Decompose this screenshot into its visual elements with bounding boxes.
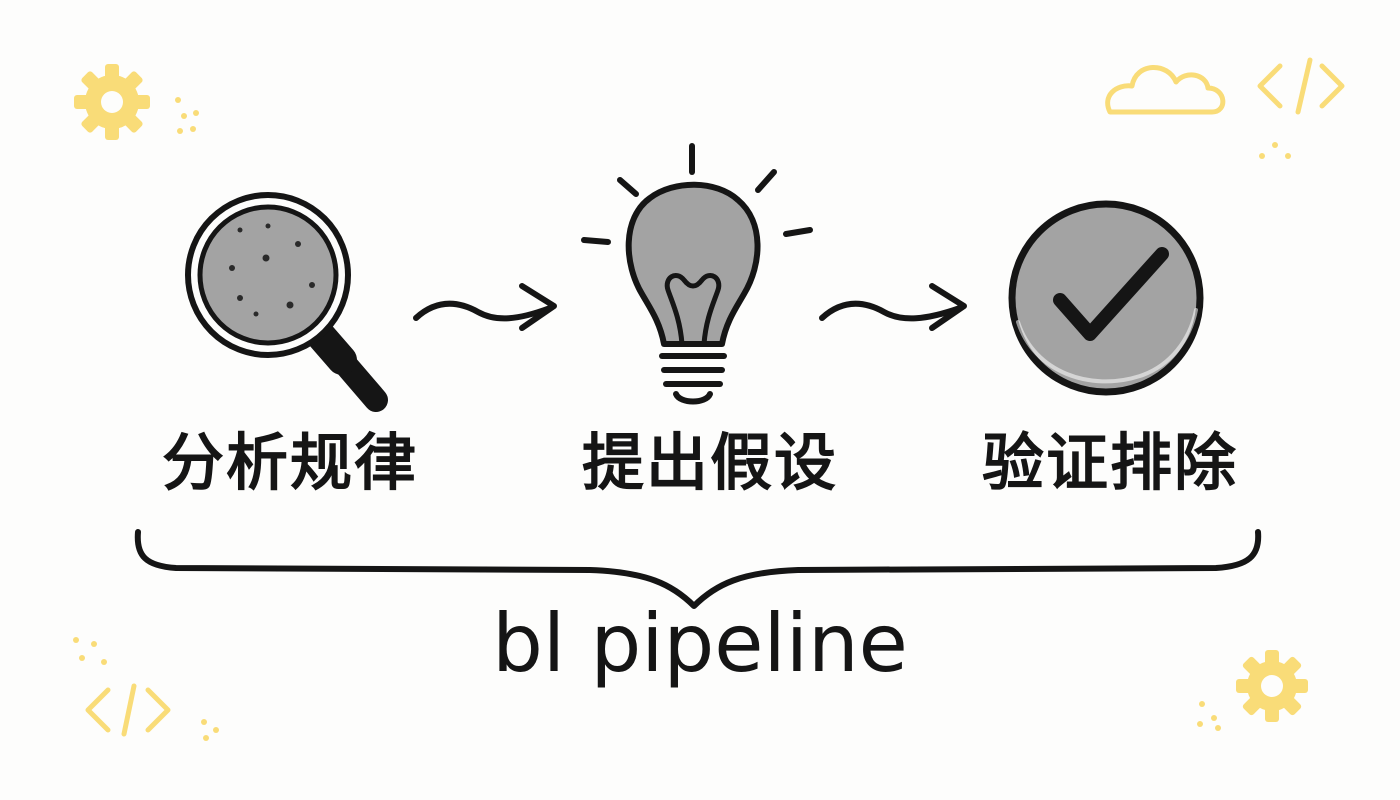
arrow-icon (819, 283, 967, 331)
arrow-icon (413, 283, 557, 331)
step-label-verify: 验证排除 (981, 426, 1238, 499)
lightbulb-icon (581, 143, 813, 405)
sparkle-dots (201, 719, 219, 741)
checkmark-circle-icon (1008, 200, 1204, 396)
step-label-hypothesize: 提出假设 (581, 426, 838, 499)
magnifier-icon (185, 192, 388, 412)
sparkle-dots (1197, 701, 1221, 731)
step-label-analyze: 分析规律 (161, 426, 418, 499)
code-icon (1257, 57, 1345, 115)
sparkle-dots (175, 97, 199, 134)
sparkle-dots (73, 637, 107, 665)
gear-icon (74, 64, 150, 140)
code-icon (85, 683, 171, 737)
gear-icon (1236, 650, 1308, 722)
pipeline-title: bl pipeline (492, 597, 908, 690)
sparkle-dots (1259, 142, 1291, 159)
cloud-icon (1105, 65, 1226, 115)
curly-brace (134, 529, 1262, 609)
